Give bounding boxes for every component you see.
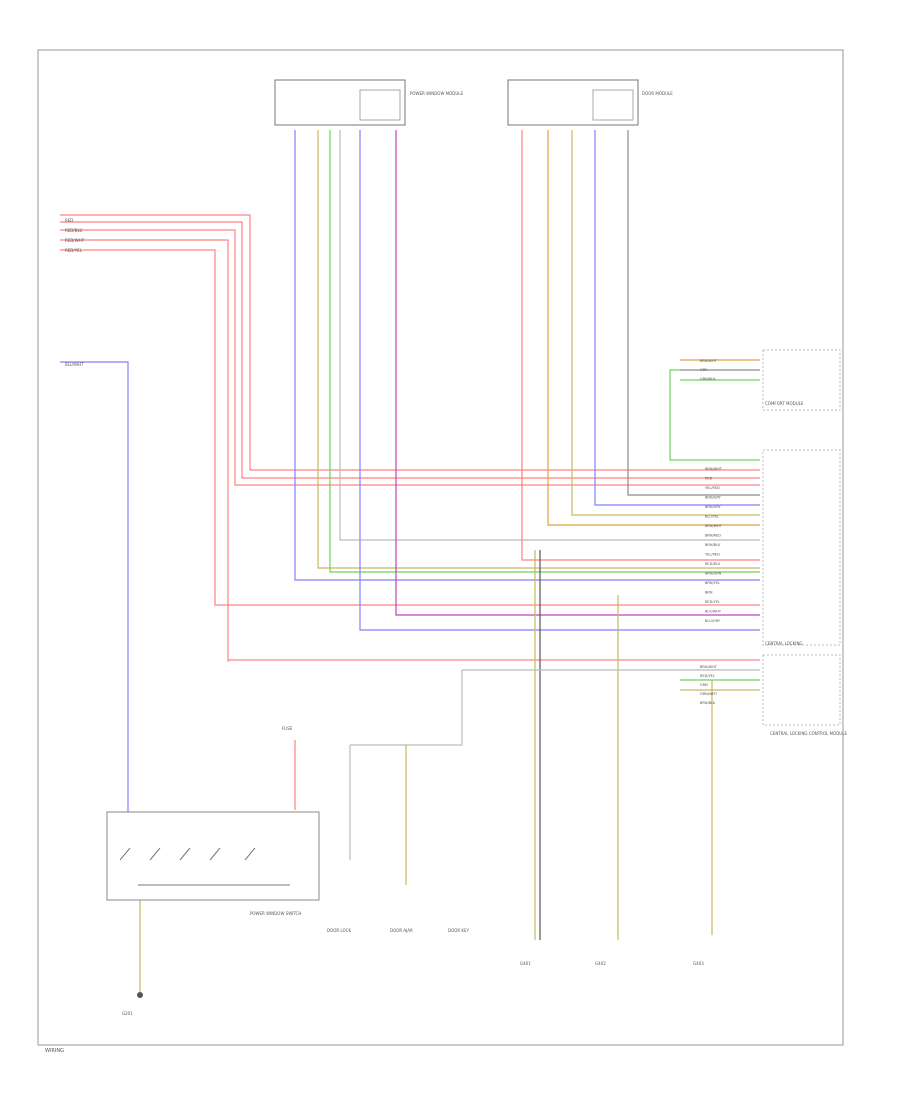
connector-b-row-12: BRN/GRN	[705, 572, 722, 576]
wire-tl-yellow	[317, 130, 760, 569]
connector-b-row-9: BRN/BLK	[705, 543, 721, 547]
connector-b-row-11: RED/BLU	[705, 562, 721, 566]
diagram-frame	[37, 49, 844, 1046]
bottom-label-3: DOOR KEY	[448, 928, 470, 933]
top-left-module-label: POWER WINDOW MODULE	[410, 91, 464, 96]
top-right-module-label: DOOR MODULE	[642, 91, 673, 96]
connector-c-row-2: RED/YEL	[700, 674, 715, 678]
connector-b-row-1: BRN/WHT	[705, 467, 723, 471]
wire-blue-switch	[60, 361, 129, 812]
wire-tr-blue	[594, 130, 760, 506]
left-input-labels: RED RED/BLU RED/WHT RED/YEL BLU/WHT	[65, 218, 85, 367]
wire-red-3	[60, 229, 760, 486]
top-left-module: POWER WINDOW MODULE	[274, 79, 464, 126]
connector-c-row-1: BRN/WHT	[700, 665, 718, 669]
connector-c-row-3: GRN	[700, 683, 708, 687]
bottom-label-2: DOOR AJAR	[390, 928, 413, 933]
wire-tl-green	[329, 130, 760, 573]
fuse: FUSE	[282, 726, 293, 731]
wire-red-4	[60, 239, 760, 661]
connector-b-row-4: BRN/GRY	[705, 496, 722, 500]
connector-b-row-7: BRN/WHT	[705, 524, 723, 528]
wire-tr-gray	[627, 130, 760, 496]
fuse-label: FUSE	[282, 726, 293, 731]
bottom-label-6: G403	[693, 961, 704, 966]
connector-b-row-3: YEL/RED	[705, 486, 720, 490]
connector-b-row-8: BRN/RED	[705, 534, 721, 538]
connector-b-row-6: BLU/YEL	[705, 515, 719, 519]
connector-a-title: COMFORT MODULE	[765, 401, 804, 406]
connector-b-row-13: BRN/YEL	[705, 581, 720, 585]
left-input-1: RED	[65, 218, 73, 223]
connector-b-title: CENTRAL LOCKING	[765, 641, 803, 646]
bottom-labels: DOOR LOCK DOOR AJAR DOOR KEY G401 G402 G…	[327, 928, 704, 966]
connector-b-row-5: BRN/GRY	[705, 505, 722, 509]
left-input-2: RED/BLU	[65, 228, 83, 233]
ground: G201	[122, 992, 143, 1016]
left-input-4: RED/YEL	[65, 248, 83, 253]
switch-label: POWER WINDOW SWITCH	[250, 911, 301, 916]
switch-contact-1	[119, 847, 131, 861]
connector-b-row-16: BLK/WHT	[705, 610, 722, 614]
wire-tr-orange	[547, 130, 760, 526]
footer-code: WIRING	[45, 1048, 64, 1054]
ground-label: G201	[122, 1011, 133, 1016]
power-window-switch: POWER WINDOW SWITCH	[106, 811, 320, 916]
bottom-label-5: G402	[595, 961, 606, 966]
switch-contact-4	[209, 847, 221, 861]
connector-a: COMFORT MODULE	[762, 349, 841, 411]
top-right-module: DOOR MODULE	[507, 79, 673, 126]
wire-red-5	[60, 249, 760, 606]
connector-c-row-5: BRN/BLK	[700, 701, 716, 705]
left-input-5: BLU/WHT	[65, 362, 84, 367]
connector-c-row-4: GRN/WHT	[700, 692, 718, 696]
wire-red-1	[60, 214, 760, 471]
wire-red-2	[60, 221, 760, 479]
connector-a-row-3: GRN/BLK	[700, 377, 716, 381]
switch-contact-3	[179, 847, 191, 861]
connector-b: CENTRAL LOCKING	[762, 449, 841, 646]
wire-green-loop	[669, 369, 760, 461]
connector-b-row-17: BLU/GRY	[705, 619, 721, 623]
connector-c: CENTRAL LOCKING CONTROL MODULE	[762, 654, 847, 736]
connector-b-row-10: YEL/RED	[705, 553, 720, 557]
connector-a-row-2: GRY	[700, 368, 708, 372]
wire-tl-gray	[339, 130, 760, 541]
wire-tl-blue	[294, 130, 760, 581]
wire-group: BRN/WHT RED YEL/RED BRN/GRY BRN/GRY BLU/YEL BR…	[60, 130, 760, 995]
connector-c-title: CENTRAL LOCKING CONTROL MODULE	[770, 731, 847, 736]
left-input-3: RED/WHT	[65, 238, 85, 243]
wire-tl-blue2	[359, 130, 760, 631]
wire-tr-yellow	[571, 130, 760, 516]
bottom-label-1: DOOR LOCK	[327, 928, 351, 933]
switch-contact-5	[244, 847, 256, 861]
wire-tl-purple	[395, 130, 760, 616]
connector-b-row-15: RED/YEL	[705, 600, 720, 604]
connector-b-row-2: RED	[705, 477, 713, 481]
bottom-label-4: G401	[520, 961, 531, 966]
wire-tr-red	[521, 130, 760, 561]
switch-contact-2	[149, 847, 161, 861]
connector-b-row-14: BRN	[705, 591, 713, 595]
connector-a-row-1: BRN/WHT	[700, 359, 718, 363]
